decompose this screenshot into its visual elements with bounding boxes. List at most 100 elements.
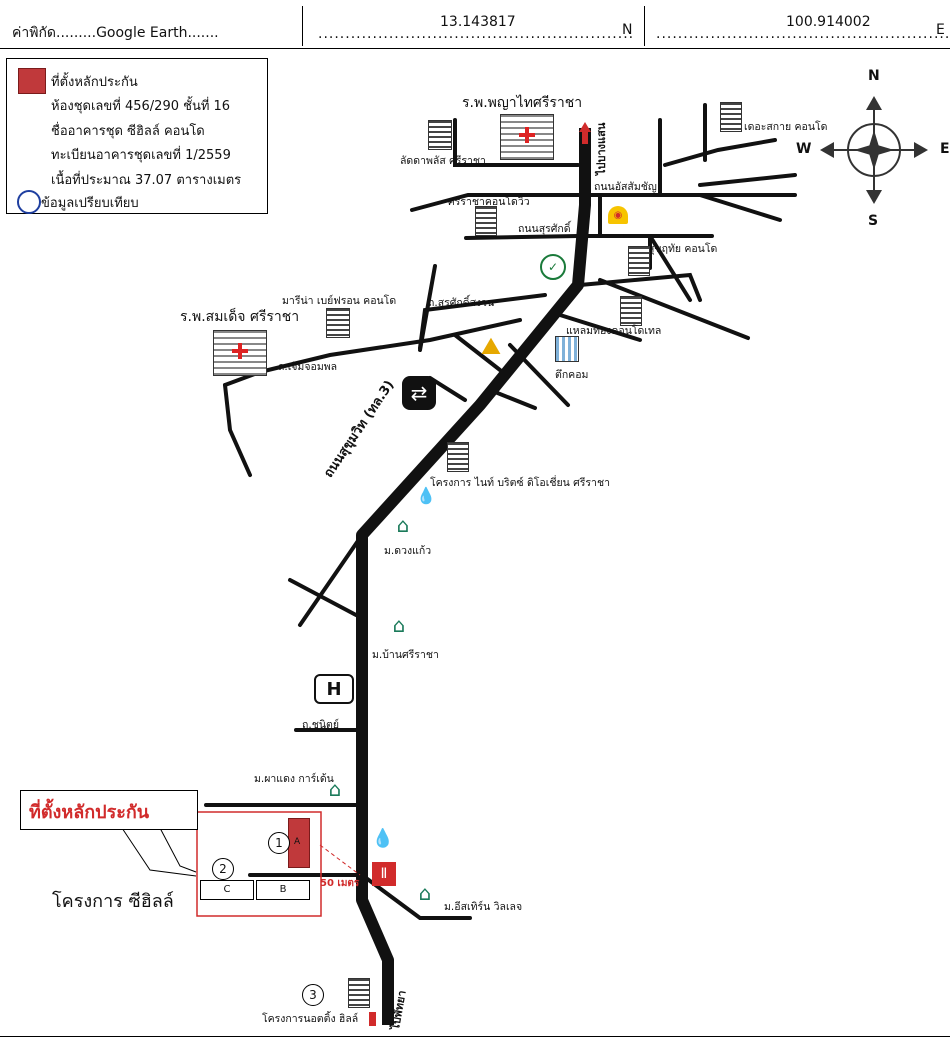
road-east-lower	[360, 873, 472, 920]
bank-icon: ✓	[540, 254, 566, 280]
village-icon: ⌂	[392, 613, 406, 637]
site-outline	[196, 811, 322, 917]
building-icon	[326, 308, 350, 338]
village-icon: ⌂	[396, 513, 410, 537]
coordinate-header: ค่าพิกัด.........Google Earth....... ...…	[0, 0, 950, 49]
surasak-suan-label: ถ.สุรศักดิ์สงวน	[428, 297, 495, 309]
legend-line-3: ทะเบียนอาคารชุดเลขที่ 1/2559	[51, 148, 231, 163]
village-icon: ⌂	[418, 881, 432, 905]
building-icon	[628, 246, 650, 276]
sukhothai-label: สุขฤทัย คอนโด	[648, 243, 718, 255]
marina-label: มารีน่า เบย์ฟรอน คอนโด	[282, 295, 397, 307]
collateral-callout: ที่ตั้งหลักประกัน	[20, 790, 198, 830]
hospital-phyathai-label: ร.พ.พญาไทศรีราชา	[462, 95, 583, 111]
collateral-swatch-icon	[18, 68, 46, 94]
compass-s: S	[868, 213, 879, 229]
legend-compare: ข้อมูลเปรียบเทียบ	[41, 196, 139, 211]
legend-line-1: ห้องชุดเลขที่ 456/290 ชั้นที่ 16	[51, 99, 231, 114]
lon-dots: ........................................…	[656, 26, 950, 42]
lat-cell	[302, 6, 303, 46]
lat-suffix: N	[622, 22, 633, 38]
lon-value: 100.914002	[786, 14, 871, 30]
road-surasak	[464, 234, 714, 240]
legend-title: ที่ตั้งหลักประกัน	[51, 75, 138, 90]
hospital-icon	[213, 330, 267, 376]
map-legend: ที่ตั้งหลักประกัน ห้องชุดเลขที่ 456/290 …	[6, 58, 268, 214]
ladda-plus-label: ลัดดาพลัส ศรีราชา	[400, 155, 486, 167]
building-a: A	[288, 818, 310, 868]
road-laem-1	[578, 272, 702, 302]
compare-circle-icon	[17, 190, 41, 214]
building-icon	[475, 206, 497, 236]
the-sky-label: เดอะสกาย คอนโด	[744, 121, 828, 133]
hospital-somdet-label: ร.พ.สมเด็จ ศรีราชา	[180, 309, 300, 325]
road-choem	[258, 318, 522, 374]
road-sw-2	[298, 533, 364, 627]
lat-value: 13.143817	[440, 14, 516, 30]
lon-cell	[644, 6, 645, 46]
lon-suffix: E	[936, 22, 945, 38]
duangkaew-label: ม.ดวงแก้ว	[384, 545, 432, 557]
building-b: B	[256, 880, 310, 900]
marker-3-icon: 3	[302, 984, 324, 1006]
road-gold	[453, 333, 502, 372]
ban-sriracha-label: ม.บ้านศรีราชา	[372, 649, 439, 661]
legend-line-4: เนื้อที่ประมาณ 37.07 ตารางเมตร	[51, 173, 242, 188]
road-choem-label: ถ.เจิมจอมพล	[278, 361, 338, 373]
building-icon	[620, 296, 642, 326]
arrow-bangsaen-icon	[579, 122, 591, 132]
shell-icon: ◉	[608, 206, 628, 224]
compass-e: E	[940, 141, 950, 157]
to-bangsaen-label: ไปบางแสน	[595, 122, 608, 175]
collateral-callout-text: ที่ตั้งหลักประกัน	[29, 802, 150, 823]
hospital-icon	[500, 114, 554, 160]
eastern-village-label: ม.อีสเทิร์น วิลเลจ	[444, 901, 523, 913]
nine-label: โครงการ ไนท์ บริตซ์ ดิโอเชี่ยน ศรีราชา	[430, 477, 610, 489]
road-laem-2	[558, 313, 642, 342]
road-sw-1	[288, 578, 358, 617]
building-a-label: A	[294, 837, 301, 847]
notting-hill-label: โครงการนอตติ้ง ฮิลล์	[262, 1013, 359, 1025]
road-surasak-suan-b	[418, 264, 437, 352]
building-icon	[720, 102, 742, 132]
road-top-left	[453, 118, 580, 167]
building-icon	[447, 442, 469, 472]
shopping-icon: ⇄	[402, 376, 436, 410]
palm-garden-label: ม.ผาแดง การ์เด้น	[254, 773, 334, 785]
bottom-border	[0, 1036, 950, 1037]
tuk-kom-label: ตึกคอม	[555, 369, 589, 381]
road-east-1	[663, 138, 777, 167]
marker-2-icon: 2	[212, 858, 234, 880]
marker-1-icon: 1	[268, 832, 290, 854]
compass-n: N	[868, 68, 880, 84]
building-icon	[555, 336, 579, 362]
building-icon	[428, 120, 452, 150]
laemthong-label: แหลมทองคอนโดเทล	[566, 325, 662, 337]
road-west-down	[223, 383, 252, 477]
road-laem-3	[598, 278, 750, 340]
road-assumption	[410, 193, 797, 212]
coord-source: ค่าพิกัด.........Google Earth.......	[12, 25, 219, 41]
compass-icon	[820, 96, 928, 204]
road-east-5	[698, 193, 782, 222]
sriracha-condoview-label: ศรีราชาคอนโดวิว	[448, 196, 530, 208]
building-icon	[348, 978, 370, 1008]
distance-label: 50 เมตร	[320, 878, 360, 889]
honda-icon: H	[314, 674, 354, 704]
project-seahill-label: โครงการ ซีฮิลล์	[52, 891, 174, 912]
road-east-4	[698, 173, 797, 187]
compass-w: W	[796, 141, 812, 157]
road-chanit-label: ถ.ชนิตย์	[302, 719, 339, 731]
restaurant-icon: Ⅱ	[372, 862, 396, 886]
legend-line-2: ชื่ออาคารชุด ซีฮิลล์ คอนโด	[51, 124, 205, 139]
gas-station-icon: 💧	[416, 485, 436, 505]
village-icon: ⌂	[328, 777, 342, 801]
road-surasak-label: ถนนสุรศักดิ์	[518, 223, 571, 235]
building-c: C	[200, 880, 254, 900]
bank-krungsri-icon: ⛰	[480, 332, 502, 360]
lat-dots: ........................................…	[318, 26, 635, 42]
road-assumption-label: ถนนอัสสัมชัญ	[594, 181, 657, 193]
gas-station-icon: 💧	[371, 827, 395, 849]
road-sukhumvit	[356, 128, 591, 1025]
